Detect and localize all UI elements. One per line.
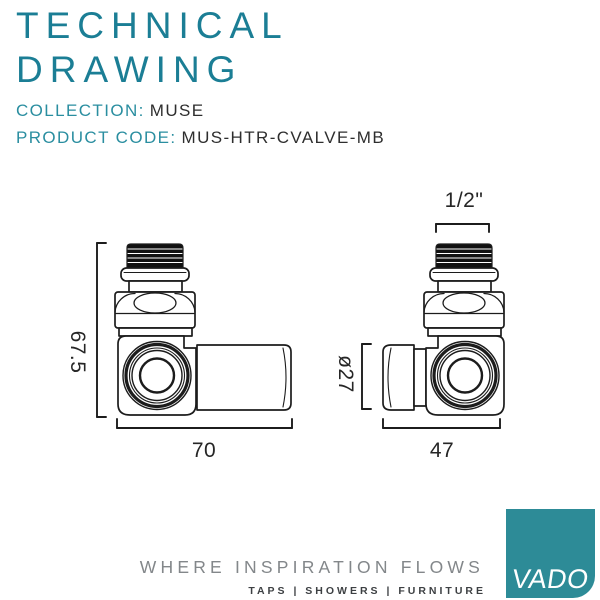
neck-front [118,327,193,337]
thread-side [435,243,493,269]
valve-body-side [425,335,505,416]
valve-body-front [117,335,197,416]
dim-width-side-label: 47 [429,439,455,462]
header: TECHNICAL DRAWING COLLECTION:MUSE PRODUC… [16,4,385,149]
dim-height-label: 67.5 [66,330,89,374]
product-code-row: PRODUCT CODE:MUS-HTR-CVALVE-MB [16,126,385,149]
collection-label: COLLECTION: [16,101,145,120]
stem-front [128,280,183,293]
dim-thread-label: 1/2" [444,189,484,212]
thread-front [126,243,184,269]
hex-nut-front [114,291,196,329]
stem-side [437,280,492,293]
page-title-line2: DRAWING [16,49,243,90]
dim-diameter-label: ø27 [334,355,357,393]
diameter-dimension-bracket [361,343,372,410]
thread-dimension-bracket [435,223,490,233]
vado-logo: VADO [506,509,595,598]
neck-side [427,327,502,337]
valve-side-view [361,223,505,429]
product-code-label: PRODUCT CODE: [16,128,177,147]
pipe-front [196,344,292,411]
width-side-dimension-bracket [382,418,501,429]
page-title-line1: TECHNICAL [16,5,289,46]
collection-row: COLLECTION:MUSE [16,99,385,122]
dim-width-front-label: 70 [191,439,217,462]
hex-nut-side [423,291,505,329]
width-front-dimension-bracket [116,418,293,429]
collar-front [120,267,190,282]
vado-logo-text: VADO [510,564,591,594]
valve-front-view [96,242,293,429]
footer-tagline: WHERE INSPIRATION FLOWS [139,557,484,577]
collection-value: MUSE [149,101,205,120]
footer-services: TAPS | SHOWERS | FURNITURE [248,585,486,597]
product-code-value: MUS-HTR-CVALVE-MB [181,128,386,147]
collar-side [429,267,499,282]
height-dimension-bracket [96,242,107,418]
pipe-side [382,344,427,411]
